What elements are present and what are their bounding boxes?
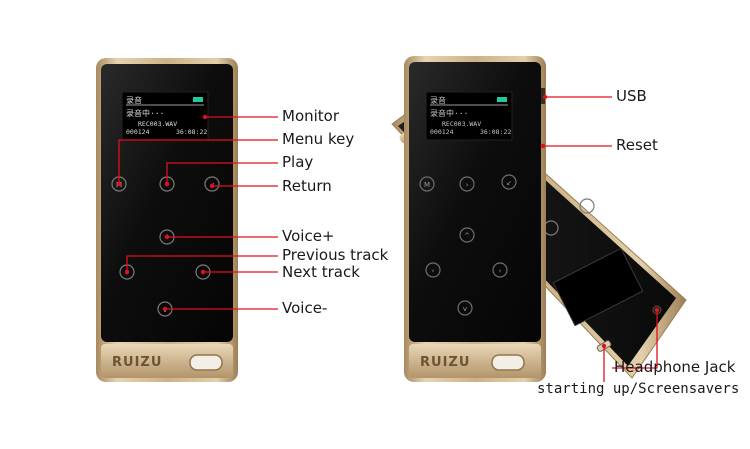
svg-text:‹: ‹ [432, 267, 435, 275]
label-monitor: Monitor [282, 107, 340, 125]
label-return: Return [282, 177, 332, 195]
label-menu-key: Menu key [282, 130, 355, 148]
label-previous-track: Previous track [282, 246, 389, 264]
label-usb: USB [616, 87, 647, 105]
screen-elapsed: 000124 [126, 128, 150, 136]
left-device: M › ↙ ^ ‹ › v [96, 58, 238, 382]
screen-title: 录音 [126, 96, 142, 105]
label-startup: starting up/Screensavers [537, 381, 740, 397]
screen-total: 36:08:22 [176, 128, 208, 136]
battery-icon [193, 97, 203, 102]
right-screen-content: 录音 录音中··· REC003.WAV 000124 36:08:22 [428, 93, 512, 139]
usb-port-icon [541, 88, 545, 104]
svg-text:›: › [466, 181, 469, 189]
label-next-track: Next track [282, 263, 360, 281]
callout-lines [116, 94, 660, 382]
label-voice-up: Voice+ [282, 227, 335, 245]
screen-elapsed: 000124 [430, 128, 454, 136]
label-voice-down: Voice- [282, 299, 328, 317]
brand-logo: RUIZU [420, 355, 471, 370]
svg-text:↙: ↙ [506, 179, 512, 187]
lanyard-slot [189, 354, 223, 371]
return-icon [204, 176, 220, 192]
screen-file: REC003.WAV [442, 120, 482, 128]
screen-file: REC003.WAV [138, 120, 178, 128]
svg-text:M: M [424, 181, 430, 189]
screen-status: 录音中··· [430, 109, 469, 118]
battery-icon-2 [497, 97, 507, 102]
back-button-icon [579, 198, 595, 214]
label-headphone-jack: Headphone Jack [614, 358, 736, 376]
svg-text:›: › [499, 267, 502, 275]
svg-text:v: v [463, 305, 467, 313]
screen-status: 录音中··· [126, 109, 165, 118]
svg-text:^: ^ [464, 232, 470, 240]
label-reset: Reset [616, 136, 658, 154]
left-screen-content: 录音 录音中··· REC003.WAV 000124 36:08:22 [124, 93, 208, 139]
label-play: Play [282, 153, 314, 171]
brand-logo: RUIZU [112, 355, 163, 370]
right-front-device: M › ↙ ^ ‹ › v [404, 56, 546, 382]
screen-total: 36:08:22 [480, 128, 512, 136]
screen-title: 录音 [430, 96, 446, 105]
back-device-screen [552, 247, 644, 327]
